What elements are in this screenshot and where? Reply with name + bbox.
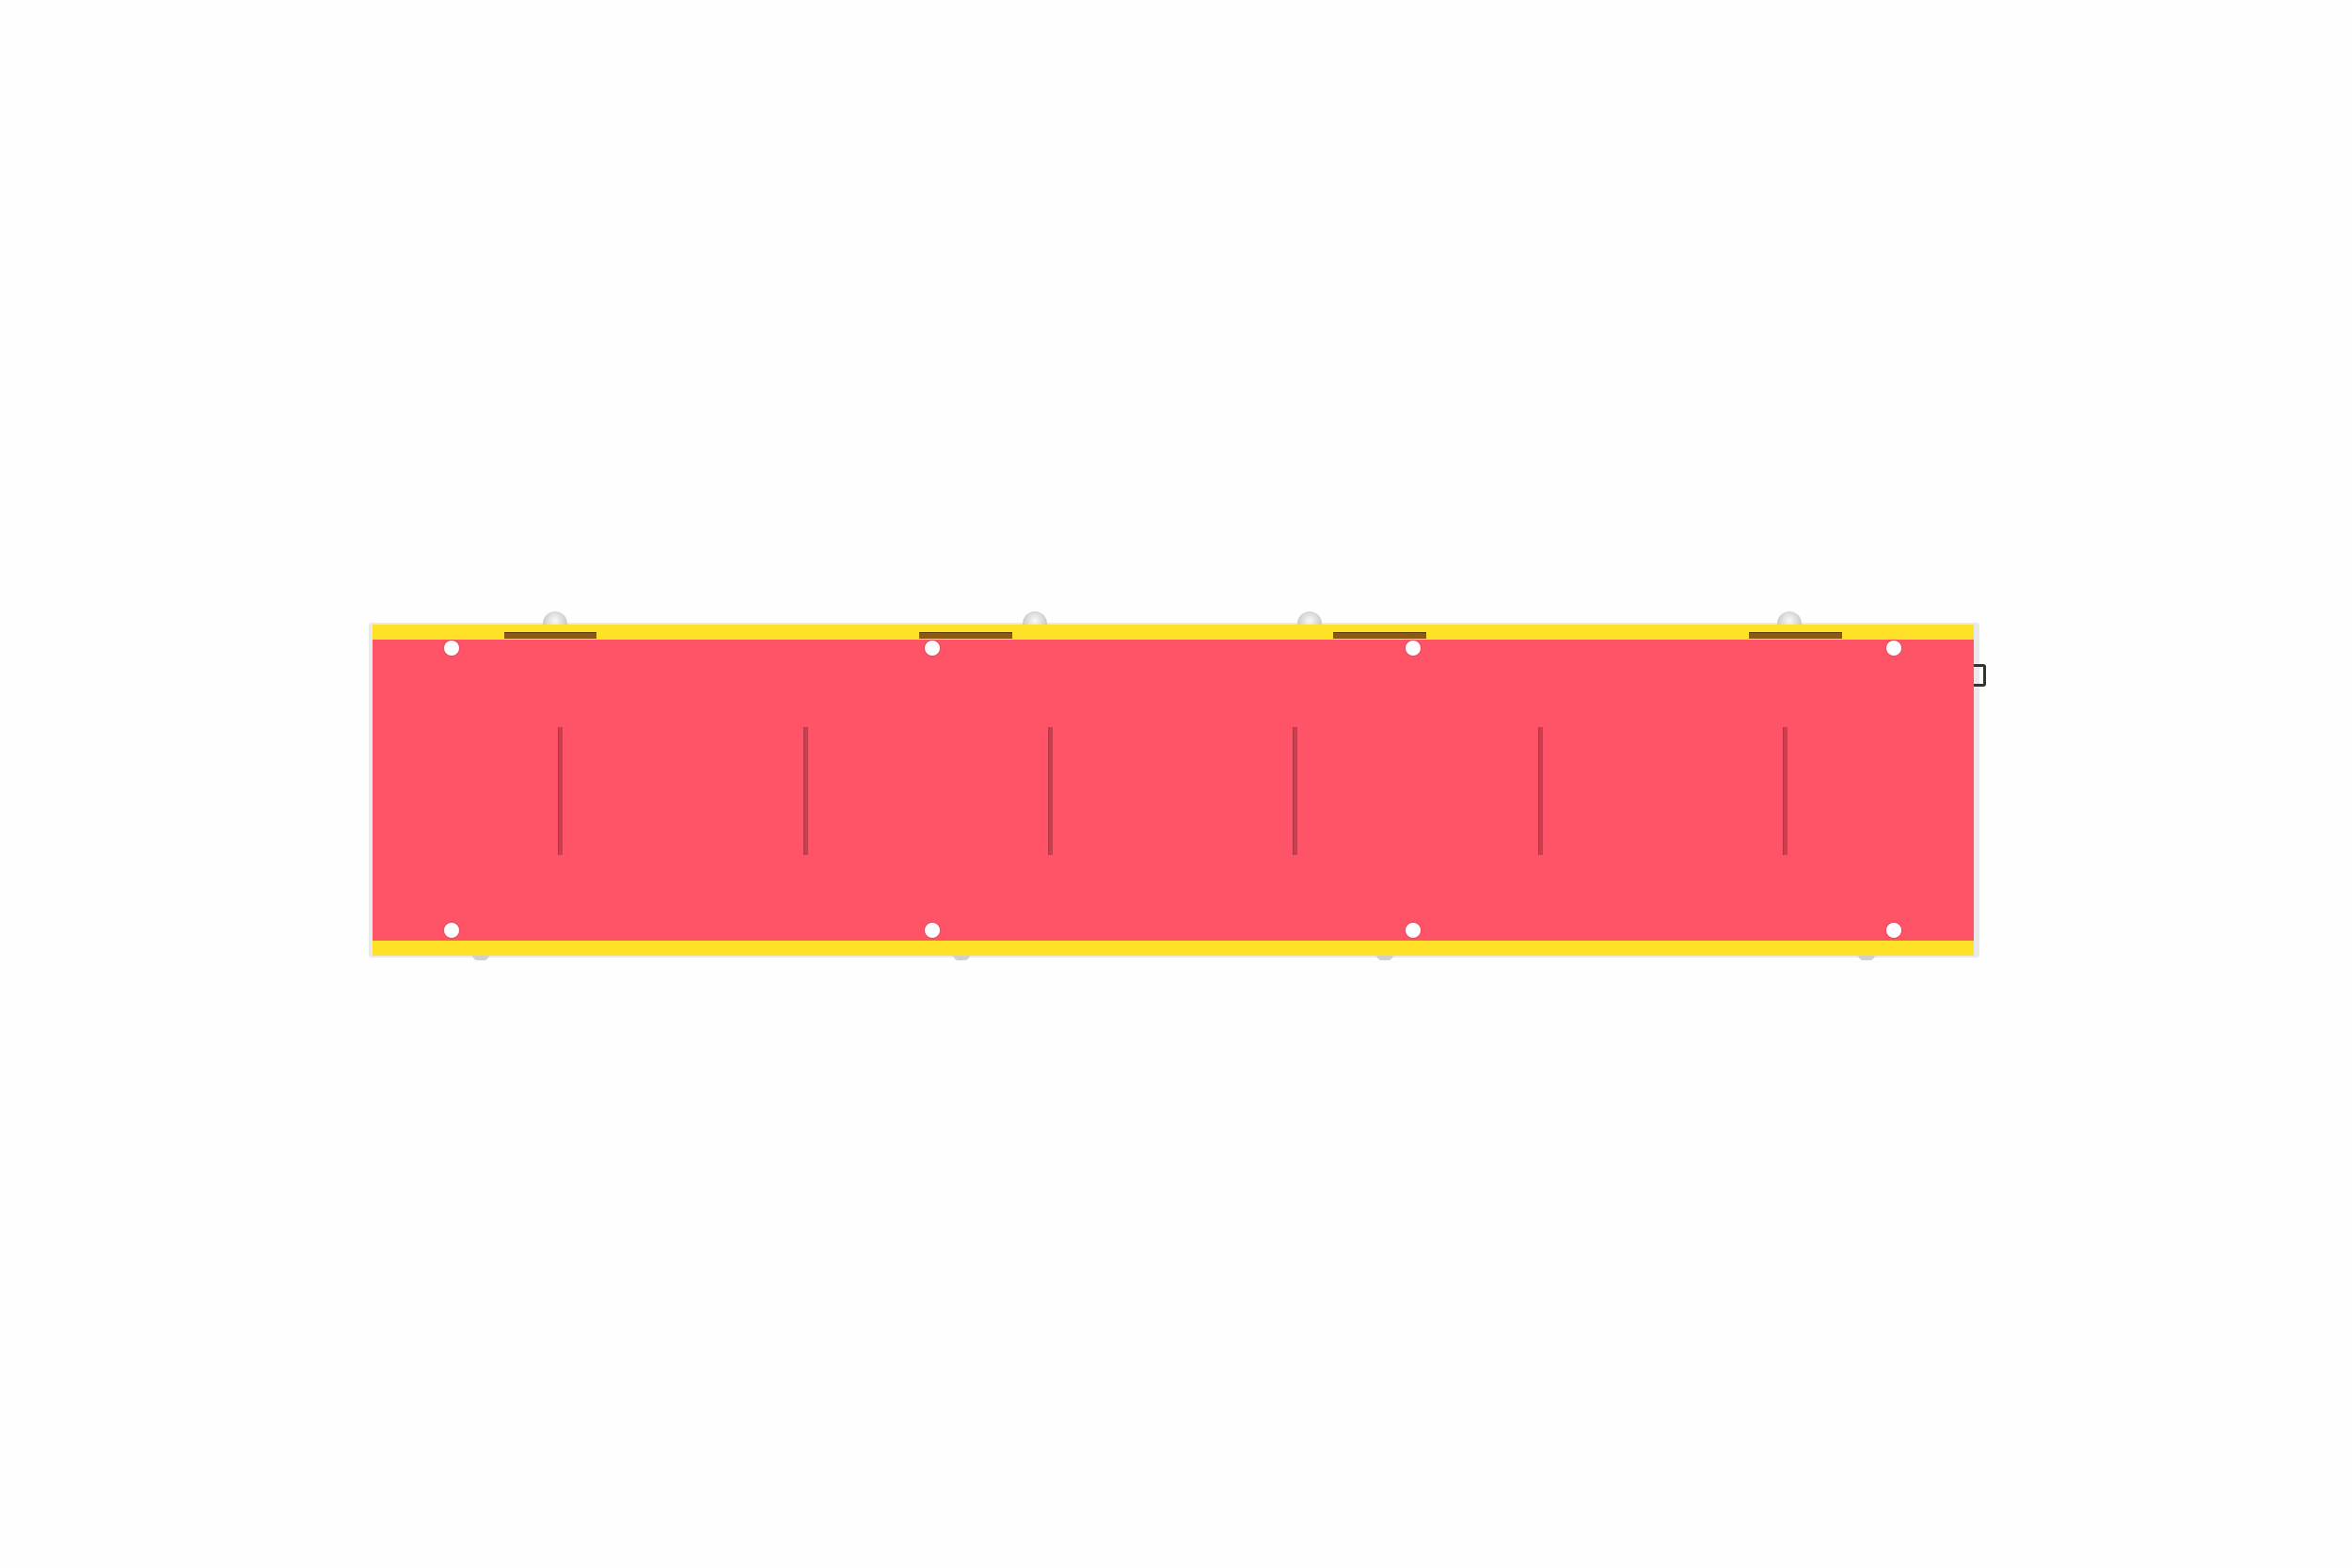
top-rail	[373, 625, 1974, 640]
bracket	[919, 632, 1012, 639]
bolt-hole	[925, 641, 940, 656]
support-knob	[1023, 611, 1047, 625]
support-knob	[953, 955, 970, 960]
bolt-hole	[925, 923, 940, 938]
bracket	[504, 632, 596, 639]
deck-slot	[1538, 727, 1543, 855]
support-knob	[543, 611, 567, 625]
deck-slot	[803, 727, 808, 855]
support-knob	[1376, 955, 1393, 960]
deck-slot	[1293, 727, 1297, 855]
support-knob	[472, 955, 489, 960]
support-knob	[1297, 611, 1322, 625]
bolt-hole	[1886, 641, 1901, 656]
bolt-hole	[1406, 923, 1421, 938]
bracket	[1749, 632, 1842, 639]
deck-panel	[373, 640, 1974, 941]
deck-slot	[1783, 727, 1788, 855]
bolt-hole	[1406, 641, 1421, 656]
deck-slot	[1048, 727, 1053, 855]
support-knob	[1858, 955, 1875, 960]
bolt-hole	[444, 641, 459, 656]
bracket	[1333, 632, 1426, 639]
deck-slot	[558, 727, 563, 855]
support-knob	[1777, 611, 1802, 625]
bolt-hole	[444, 923, 459, 938]
bolt-hole	[1886, 923, 1901, 938]
side-clip	[1974, 664, 1986, 687]
bottom-rail	[373, 941, 1974, 956]
